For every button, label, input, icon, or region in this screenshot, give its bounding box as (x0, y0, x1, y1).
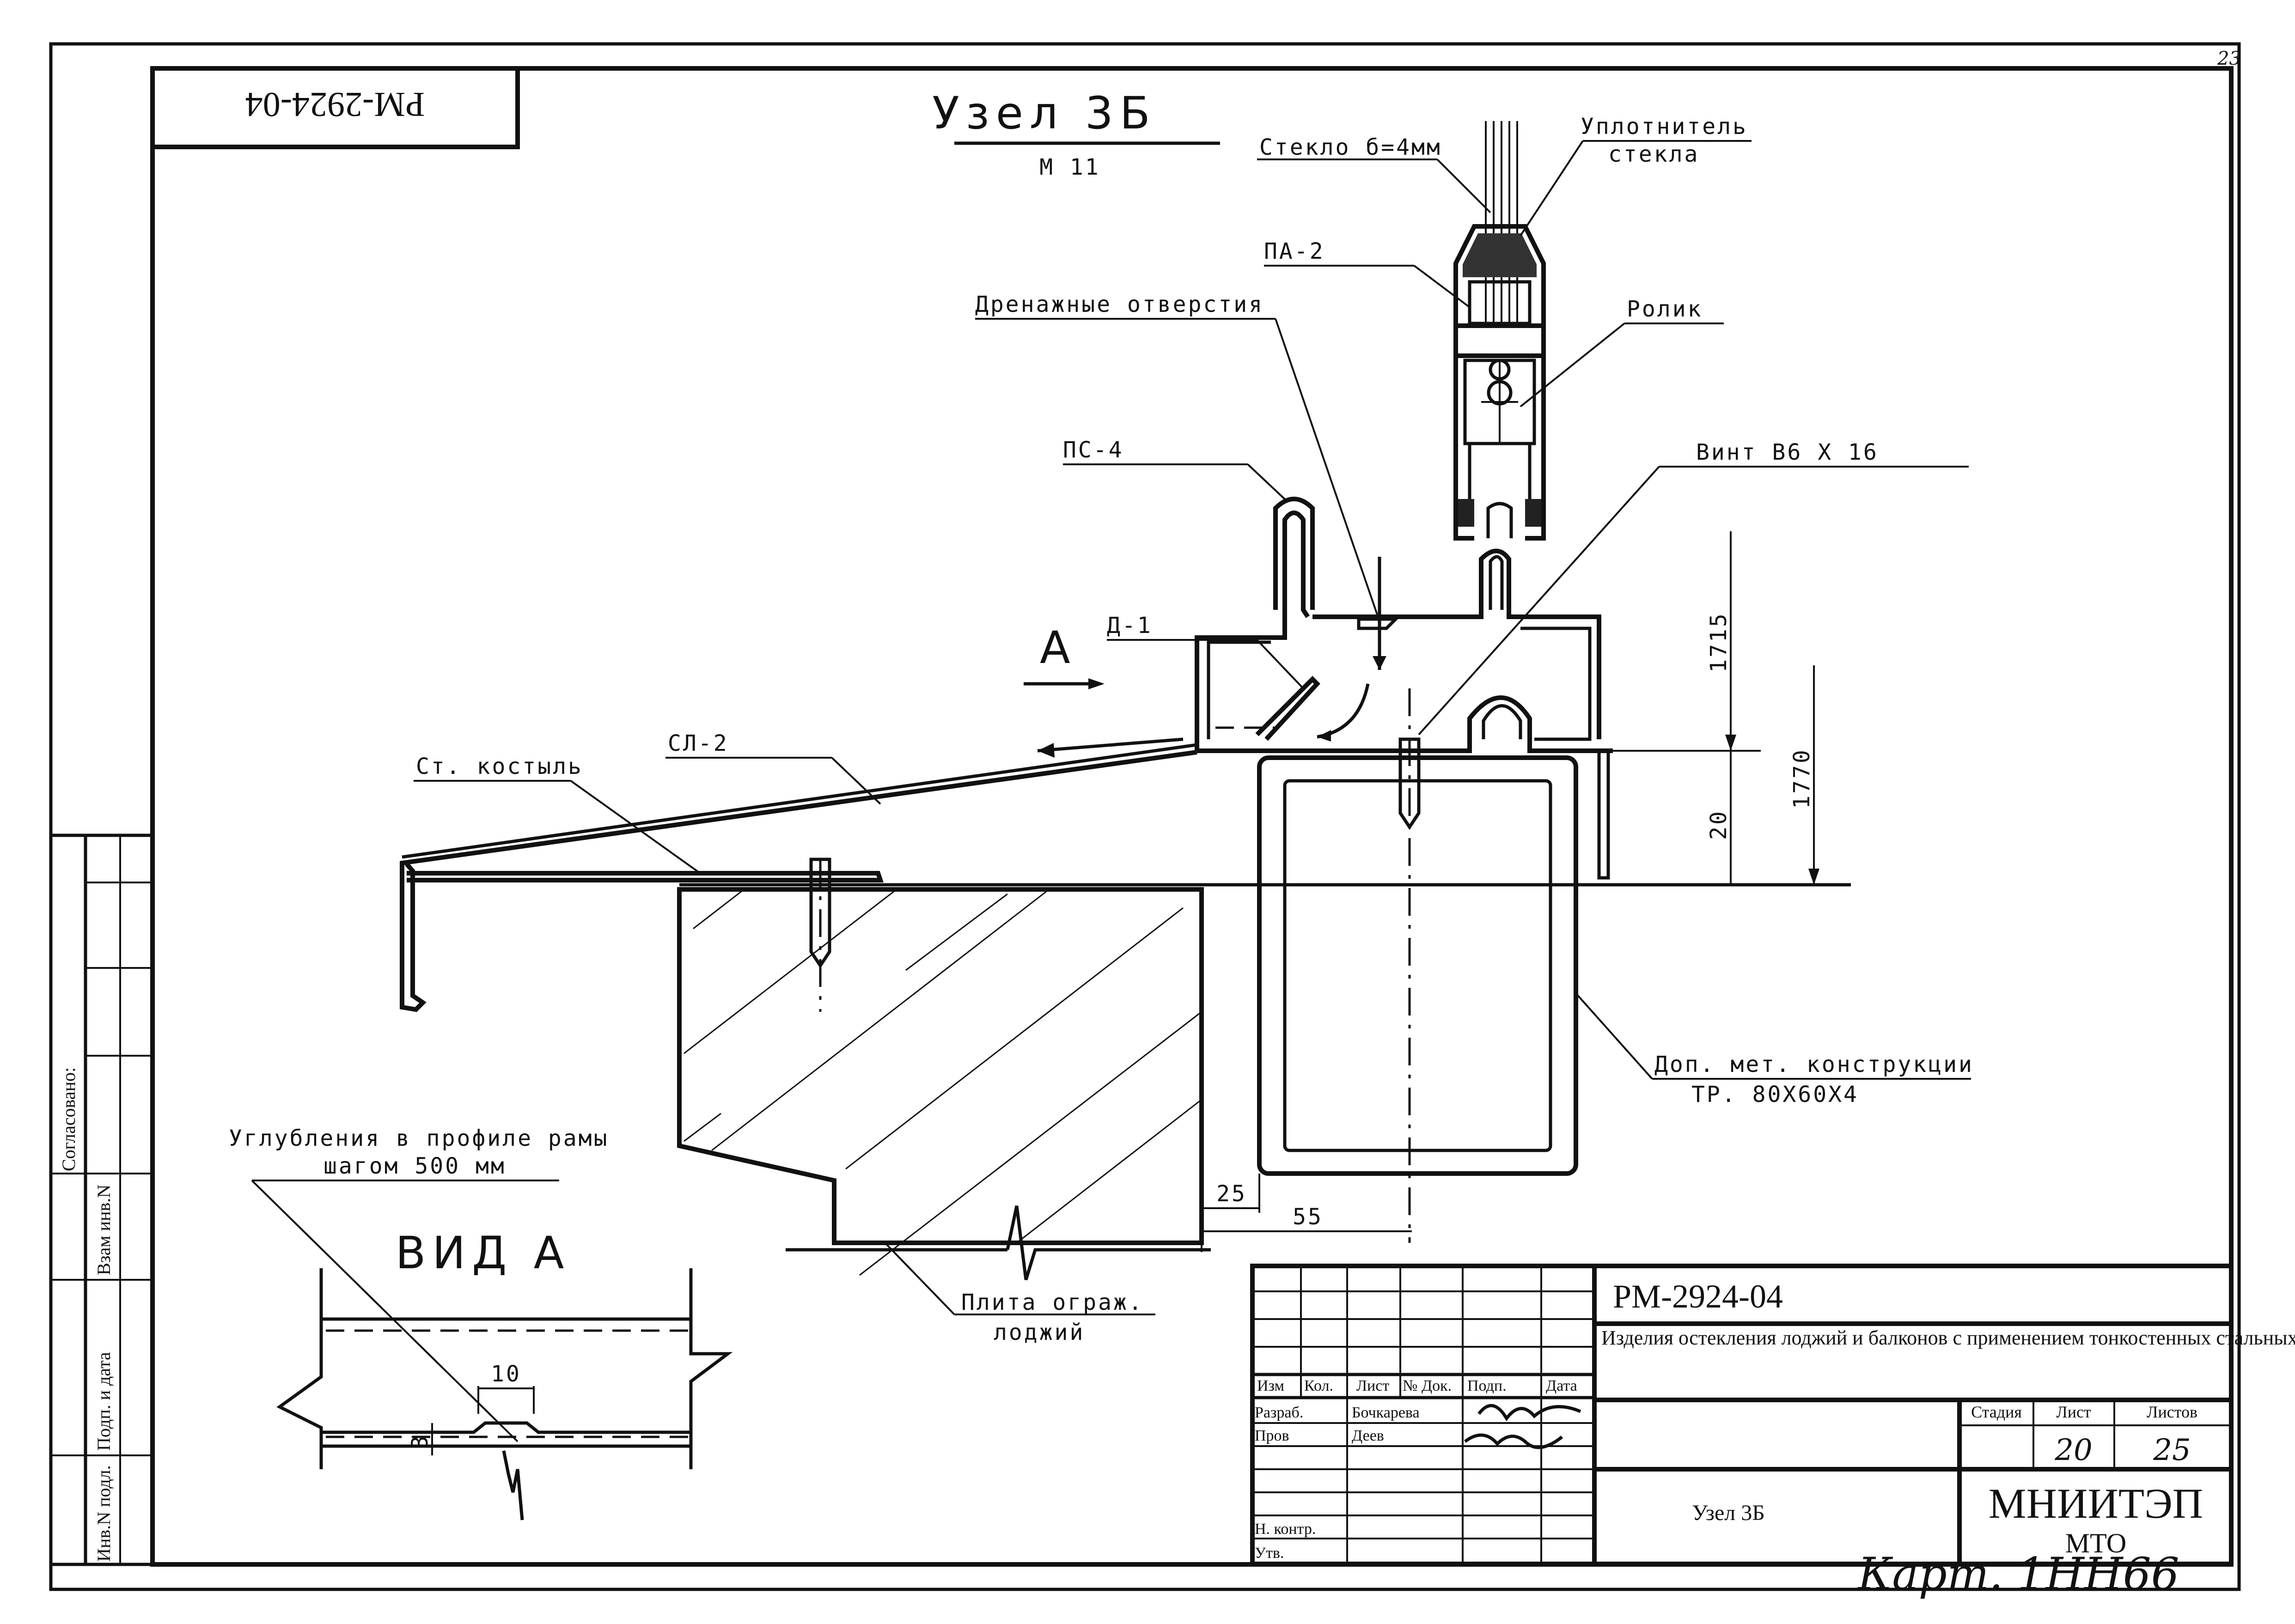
label-screw: Винт В6 Х 16 (1696, 439, 1879, 465)
label-d1: Д-1 (1107, 613, 1153, 639)
tb-stage-h: Стадия (1971, 1403, 2022, 1421)
label-seal-1: Уплотнитель (1581, 114, 1748, 140)
tb-desc: Изделия остекления лоджий и балконов с п… (1601, 1326, 2295, 1349)
inner-frame (150, 66, 2234, 1567)
dim-10: 10 (491, 1361, 521, 1387)
tb-col-kol: Кол. (1304, 1377, 1333, 1394)
tb-col-sign: Подп. (1467, 1377, 1507, 1394)
tb-col-list: Лист (1356, 1377, 1389, 1394)
tb-code: РМ-2924-04 (1613, 1278, 1783, 1315)
tb-org-1: МНИИТЭП (1989, 1480, 2203, 1527)
dim-25: 25 (1216, 1181, 1247, 1207)
profile-d1 (1255, 675, 1320, 741)
signature-2 (1464, 1433, 1563, 1449)
label-crutch: Ст. костыль (416, 754, 583, 779)
tb-col-izm: Изм (1257, 1377, 1284, 1394)
tb-name-0: Бочкарева (1352, 1404, 1420, 1421)
steel-crutch (407, 871, 884, 882)
side-inv-replace: Взам инв.N (93, 1185, 114, 1275)
dim-3: 3 (407, 1434, 433, 1449)
handwritten-note: Карт. 1НН66 (1857, 1548, 2179, 1600)
tb-role-0: Разраб. (1255, 1404, 1303, 1421)
label-slab-1: Плита ограж. (961, 1289, 1144, 1315)
label-glass: Стекло б=4мм (1259, 134, 1442, 160)
tb-role-2: Н. контр. (1255, 1521, 1316, 1538)
drawing-title: Узел 3Б (932, 87, 1156, 139)
dim-20: 20 (1706, 809, 1732, 840)
signature-1 (1477, 1404, 1581, 1422)
tb-sheet-no: 20 (2054, 1433, 2092, 1467)
tb-role-1: Пров (1255, 1427, 1289, 1444)
top-code-text: РМ-2924-04 (245, 85, 425, 124)
outer-frame (49, 42, 2241, 1591)
corner-number: 23 (2217, 48, 2241, 69)
concrete-slab (677, 887, 1204, 1276)
glass-sash (1453, 121, 1546, 541)
tb-col-date: Дата (1546, 1377, 1577, 1394)
side-inv-orig: Инв.N подл. (93, 1465, 114, 1562)
tb-sheets-total: 25 (2153, 1433, 2191, 1467)
tb-name-1: Деев (1352, 1427, 1384, 1444)
top-code-box (150, 66, 520, 149)
leaders: Стекло б=4мм Уплотнитель стекла ПА-2 Рол… (229, 114, 1974, 1442)
tb-sheets-h: Листов (2147, 1403, 2197, 1421)
side-sign-date: Подп. и дата (93, 1352, 114, 1451)
label-groove-1: Углубления в профиле рамы (229, 1125, 609, 1151)
label-extra-1: Доп. мет. конструкции (1654, 1052, 1974, 1077)
label-extra-2: ТР. 80Х60Х4 (1691, 1082, 1859, 1107)
label-roller: Ролик (1627, 296, 1703, 322)
label-drain: Дренажные отверстия (975, 292, 1264, 317)
view-marker: А (1040, 622, 1077, 674)
tb-sheet-name: Узел 3Б (1692, 1501, 1765, 1525)
label-sl2: СЛ-2 (668, 730, 729, 756)
drawing-scale: М 11 (1039, 154, 1100, 180)
view-a-detail: ВИД А 10 3 (276, 1227, 733, 1521)
label-slab-2: лоджий (994, 1320, 1085, 1345)
dim-1715: 1715 (1706, 612, 1732, 673)
label-seal-2: стекла (1608, 141, 1699, 167)
side-stamp: Согласовано: Взам инв.N Подп. и дата Инв… (49, 833, 154, 1566)
dim-1770: 1770 (1789, 748, 1815, 809)
tb-sheet-h: Лист (2056, 1403, 2091, 1421)
label-pa2: ПА-2 (1264, 238, 1325, 264)
dim-55: 55 (1293, 1204, 1323, 1230)
sill-sl2 (400, 750, 1197, 1012)
steel-tube (1257, 755, 1578, 1176)
label-groove-2: шагом 500 мм (323, 1153, 506, 1179)
tb-role-3: Утв. (1255, 1545, 1284, 1562)
title-block: Изм Кол. Лист № Док. Подп. Дата Разраб. … (1250, 1264, 2295, 1566)
profile-ps4 (1195, 497, 1601, 753)
tb-col-doc: № Док. (1403, 1377, 1452, 1394)
tb-org-2: МТО (2065, 1528, 2127, 1558)
label-ps4: ПС-4 (1063, 437, 1124, 463)
side-agreed: Согласовано: (58, 1067, 79, 1171)
view-title: ВИД А (396, 1227, 571, 1279)
